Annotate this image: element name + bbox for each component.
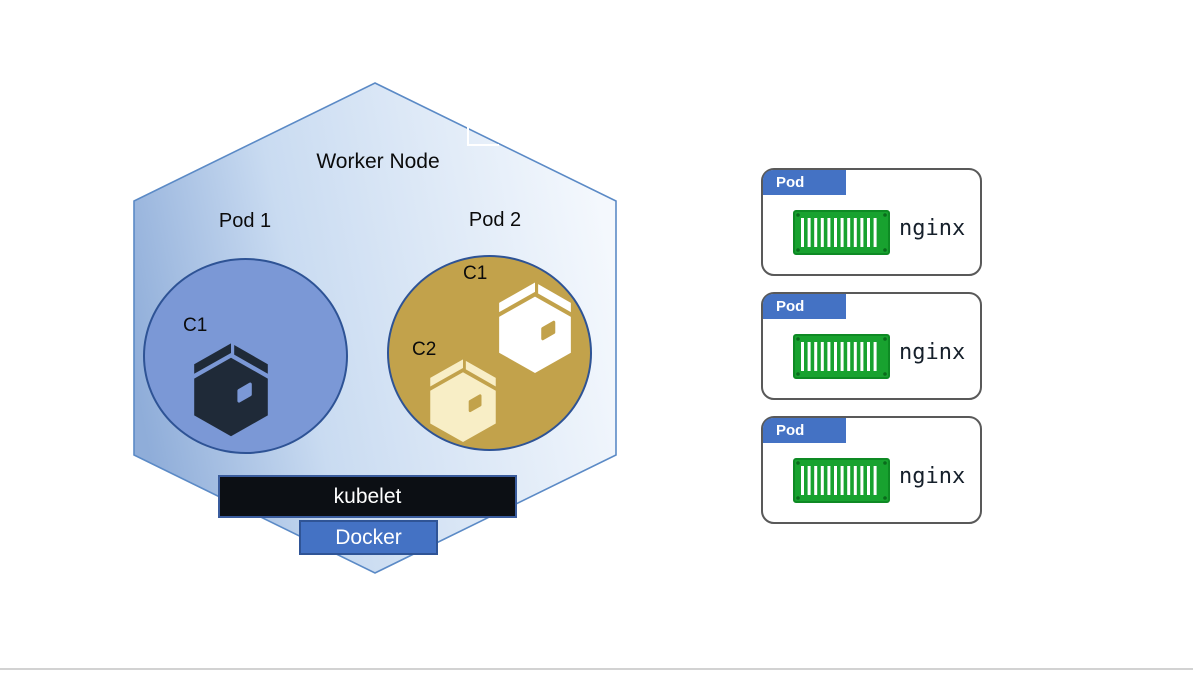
container-image-label: nginx <box>899 340 966 365</box>
package-box-icon <box>430 359 496 442</box>
pod-card: Pod nginx <box>761 168 982 276</box>
package-box-icon <box>499 282 571 373</box>
container-image-label: nginx <box>899 216 966 241</box>
package-box-icon <box>194 343 268 437</box>
selection-corner-mark <box>467 126 499 146</box>
pod1-container-c1-label: C1 <box>183 315 208 336</box>
pod-tab: Pod <box>763 294 846 319</box>
kubelet-bar: kubelet <box>218 475 517 518</box>
worker-node-title: Worker Node <box>316 150 440 173</box>
docker-bar: Docker <box>299 520 438 555</box>
pod-card: Pod nginx <box>761 292 982 400</box>
pod1-label: Pod 1 <box>218 210 272 232</box>
pod2-container-c2-label: C2 <box>412 339 437 360</box>
shipping-container-icon <box>793 210 890 255</box>
pod-tab: Pod <box>763 418 846 443</box>
shipping-container-icon <box>793 334 890 379</box>
shipping-container-icon <box>793 458 890 503</box>
pod2-container-c1-label: C1 <box>463 263 488 284</box>
pod-card: Pod nginx <box>761 416 982 524</box>
container-image-label: nginx <box>899 464 966 489</box>
bottom-divider <box>0 668 1193 670</box>
pod-tab: Pod <box>763 170 846 195</box>
docker-label: Docker <box>335 525 402 549</box>
pod2-label: Pod 2 <box>468 209 522 231</box>
kubelet-label: kubelet <box>333 484 402 508</box>
